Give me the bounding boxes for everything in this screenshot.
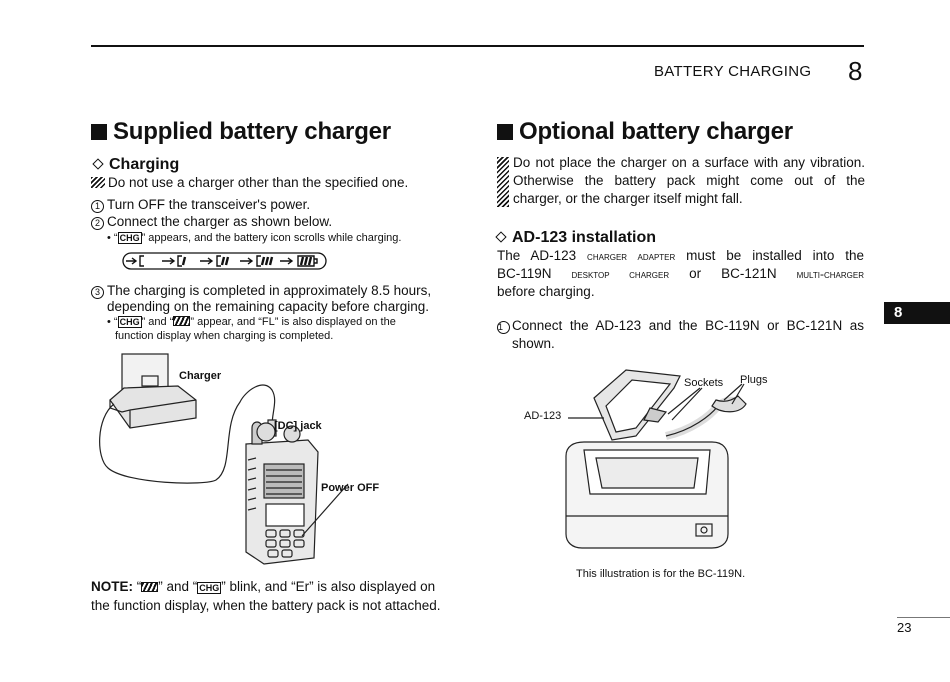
page-number: 23 (897, 620, 912, 635)
chapter-side-tab: 8 (884, 302, 950, 324)
scroll-loop-outline (122, 252, 327, 270)
chg-indicator: CHG (117, 232, 142, 244)
label-dc-jack: [DC] jack (274, 420, 322, 432)
label-power-off: Power OFF (321, 482, 380, 494)
radio-body (245, 439, 319, 565)
step-number-icon: 2 (91, 217, 104, 230)
battery-icons (139, 255, 318, 267)
charger-led (695, 523, 713, 537)
caution-hatch-icon (91, 177, 105, 188)
power-off-leader (301, 483, 349, 537)
scroll-arrows (126, 257, 294, 265)
battery-scroll-diagram (122, 252, 327, 270)
label-plugs: Plugs (740, 374, 768, 386)
ad123-paragraph: The AD-123 charger adapter must be insta… (497, 248, 864, 299)
diamond-icon (92, 158, 104, 170)
adapter-plugs (711, 395, 747, 413)
section-title-supplied: Supplied battery charger (91, 118, 391, 146)
square-bullet-icon (497, 124, 513, 140)
subsection-ad123: AD-123 installation (494, 229, 656, 247)
label-charger: Charger (179, 370, 222, 382)
section-title-optional: Optional battery charger (497, 118, 793, 146)
header-title: BATTERY CHARGING (654, 63, 812, 80)
plugs-leader (723, 383, 745, 405)
figure-caption: This illustration is for the BC-119N. (576, 568, 746, 580)
square-bullet-icon (91, 124, 107, 140)
step-3-line2: depending on the remaining capacity befo… (107, 299, 429, 314)
subsection-charging: Charging (91, 156, 179, 174)
bullet-charging-complete: • “CHG” and “” appear, and “FL” is also … (107, 316, 396, 328)
note-line1: NOTE: “” and “CHG” blink, and “Er” is al… (91, 579, 436, 594)
note-line2: the function display, when the battery p… (91, 598, 441, 613)
diamond-icon (495, 231, 507, 243)
header-rule (91, 45, 864, 47)
header-chapter: 8 (848, 56, 863, 86)
caution-vibration: Do not place the charger on a surface wi… (513, 155, 865, 206)
label-sockets: Sockets (684, 377, 724, 389)
battery-full-icon (141, 582, 159, 592)
battery-full-icon (173, 316, 191, 326)
bullet-chg-appears: • “CHG” appears, and the battery icon sc… (107, 232, 402, 244)
chg-indicator: CHG (197, 582, 222, 594)
bc119n-illustration (565, 369, 747, 549)
caution-hatch-icon (497, 157, 509, 207)
charger-connection-illustration (99, 353, 349, 565)
chg-indicator: CHG (117, 316, 142, 328)
step-number-icon: 1 (497, 321, 510, 334)
adapter-sockets (643, 407, 668, 423)
label-ad123: AD-123 (524, 410, 562, 422)
dc-jack-circle (256, 422, 276, 442)
bullet-charging-complete-line2: function display when charging is comple… (115, 330, 334, 342)
sockets-leader (667, 387, 703, 421)
caution-charger: Do not use a charger other than the spec… (91, 174, 408, 192)
charger-cord (99, 384, 276, 484)
step-number-icon: 3 (91, 286, 104, 299)
step-number-icon: 1 (91, 200, 104, 213)
page-number-rule (897, 617, 950, 618)
